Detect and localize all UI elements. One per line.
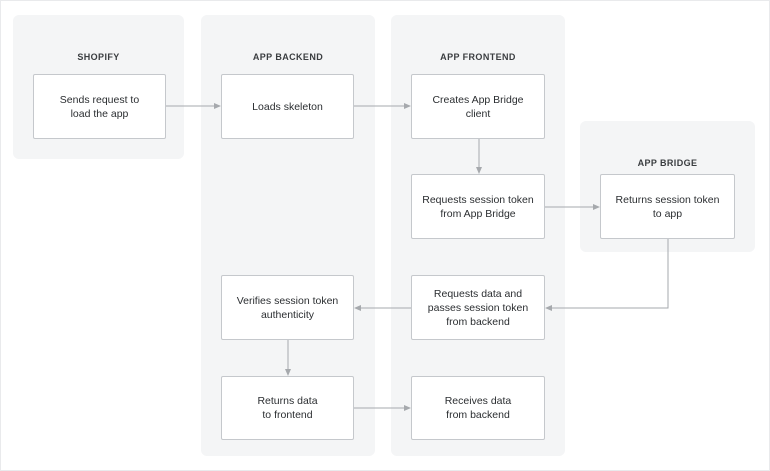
node-verifies-session-token: Verifies session token authenticity (221, 275, 354, 340)
node-label: Returns data to frontend (257, 395, 318, 421)
node-returns-data: Returns data to frontend (221, 376, 354, 440)
lane-title-app-bridge: APP BRIDGE (637, 158, 698, 168)
node-label: Receives data from backend (444, 395, 512, 421)
node-requests-data: Requests data and passes session token f… (411, 275, 545, 340)
node-returns-session-token: Returns session token to app (600, 174, 735, 239)
lane-title-app-frontend: APP FRONTEND (440, 52, 516, 62)
node-loads-skeleton: Loads skeleton (221, 74, 354, 139)
node-label: Verifies session token authenticity (236, 294, 339, 321)
node-receives-data: Receives data from backend (411, 376, 545, 440)
node-label: Creates App Bridge client (432, 93, 524, 120)
node-creates-app-bridge-client: Creates App Bridge client (411, 74, 545, 139)
node-label: Sends request to load the app (59, 93, 140, 120)
node-sends-request: Sends request to load the app (33, 74, 166, 139)
node-requests-session-token: Requests session token from App Bridge (411, 174, 545, 239)
node-label: Loads skeleton (252, 100, 323, 113)
node-label: Requests data and passes session token f… (427, 287, 529, 328)
node-label: Requests session token from App Bridge (422, 193, 534, 220)
node-label: Returns session token to app (615, 193, 720, 220)
lane-title-shopify: SHOPIFY (77, 52, 120, 62)
lane-title-app-backend: APP BACKEND (252, 52, 324, 62)
